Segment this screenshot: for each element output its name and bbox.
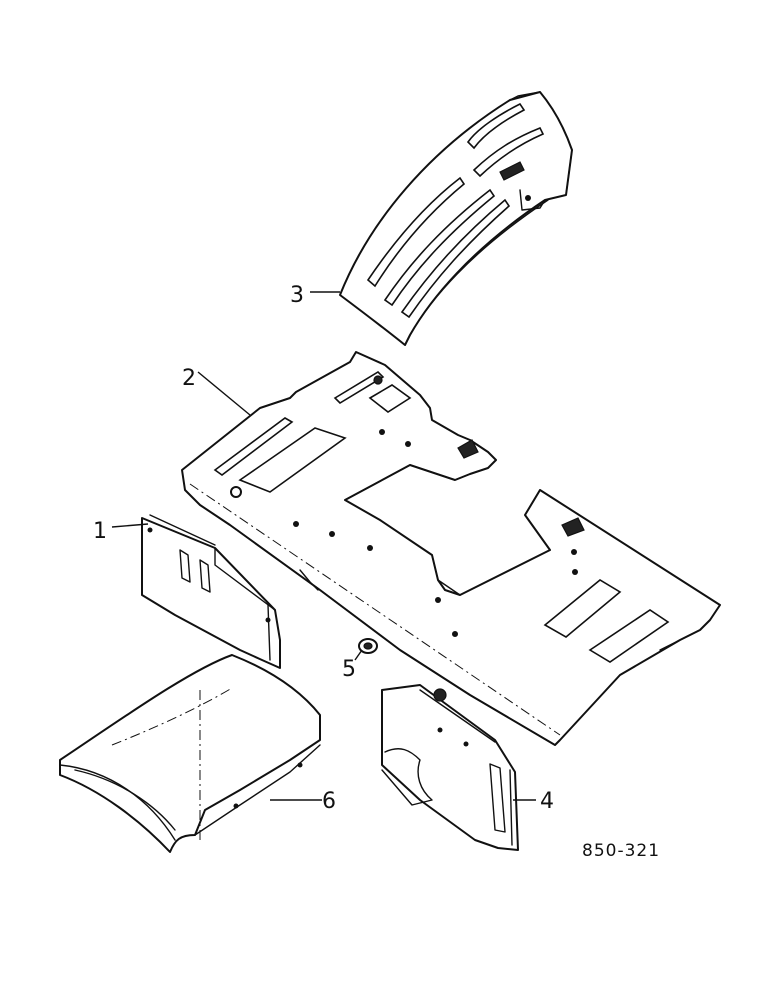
callout-6: 6 — [322, 789, 336, 814]
callout-4: 4 — [540, 789, 554, 814]
part-2-floor-plate[interactable] — [181, 351, 721, 746]
part-5-nut[interactable] — [358, 638, 378, 654]
part-3-curved-cover[interactable] — [339, 91, 573, 346]
part-1-left-side-panel[interactable] — [141, 514, 281, 669]
part-6-front-cover[interactable] — [59, 654, 321, 853]
callout-2: 2 — [182, 366, 196, 391]
reference-code: 850-321 — [582, 841, 660, 861]
part-4-right-side-panel[interactable] — [381, 684, 519, 851]
callout-5: 5 — [342, 657, 356, 682]
leader-lines — [111, 291, 536, 801]
callout-3: 3 — [290, 283, 304, 308]
callout-1: 1 — [93, 519, 107, 544]
